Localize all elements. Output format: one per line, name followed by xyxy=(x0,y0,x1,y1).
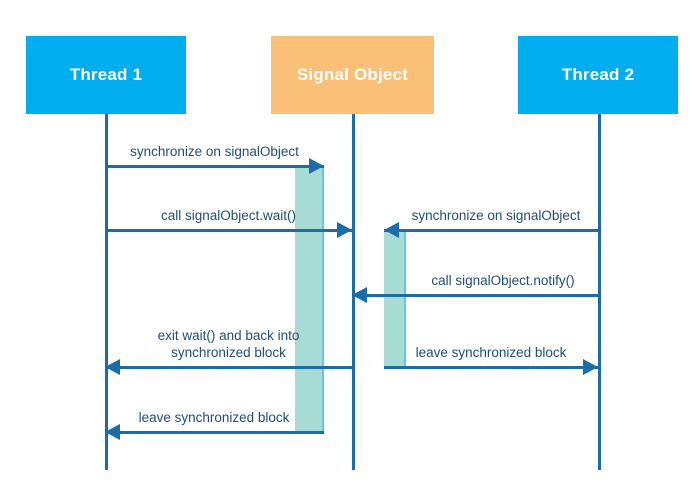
message-line xyxy=(105,165,324,168)
participant-thread2-label: Thread 2 xyxy=(561,65,635,85)
message-line xyxy=(105,366,352,369)
activation-bar-thread2 xyxy=(384,229,406,366)
arrowhead-left-icon xyxy=(352,287,367,303)
message-line xyxy=(105,229,352,232)
message-label: leave synchronized block xyxy=(415,345,567,360)
participant-signal-object-label: Signal Object xyxy=(296,65,409,85)
participant-thread2[interactable]: Thread 2 xyxy=(518,36,678,114)
activation-bar-signal-object xyxy=(295,165,324,431)
message-label: exit wait() and back into synchronized b… xyxy=(157,328,300,360)
participant-thread1-label: Thread 1 xyxy=(69,65,143,85)
arrowhead-left-icon xyxy=(105,424,120,440)
message-label: call signalObject.wait() xyxy=(160,208,297,223)
lifeline-thread2 xyxy=(598,114,601,470)
participant-thread1[interactable]: Thread 1 xyxy=(26,36,186,114)
arrowhead-right-icon xyxy=(309,158,324,174)
message-line xyxy=(384,229,598,232)
message-label: synchronize on signalObject xyxy=(130,144,299,159)
participant-signal-object[interactable]: Signal Object xyxy=(271,36,434,114)
lifeline-thread1 xyxy=(105,114,108,470)
message-line xyxy=(384,366,598,369)
arrowhead-right-icon xyxy=(337,222,352,238)
message-line xyxy=(352,294,598,297)
message-line xyxy=(105,431,324,434)
message-label: call signalObject.notify() xyxy=(431,273,575,288)
message-label: leave synchronized block xyxy=(138,410,290,425)
arrowhead-right-icon xyxy=(583,359,598,375)
arrowhead-left-icon xyxy=(384,222,399,238)
arrowhead-left-icon xyxy=(105,359,120,375)
message-label: synchronize on signalObject xyxy=(411,208,581,223)
